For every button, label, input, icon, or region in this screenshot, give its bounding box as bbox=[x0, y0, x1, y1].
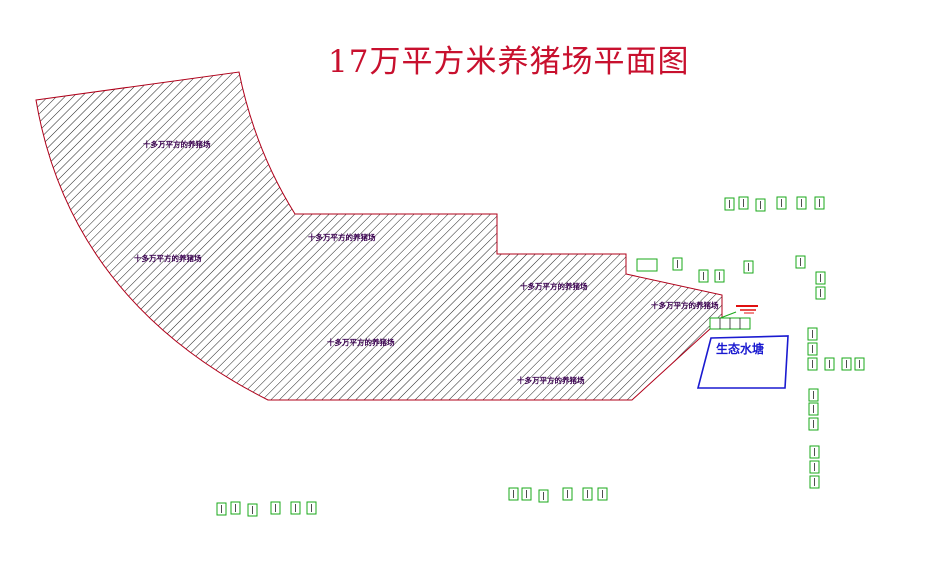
zone-label: 十多万平方的养猪场 bbox=[327, 337, 395, 347]
zone-label: 十多万平方的养猪场 bbox=[517, 375, 585, 385]
zone-label: 十多万平方的养猪场 bbox=[520, 281, 588, 291]
building-group-northeast bbox=[724, 196, 825, 212]
page-title: 17万平方米养猪场平面图 bbox=[328, 44, 690, 80]
ecological-pond bbox=[696, 335, 789, 389]
building-group-south-center bbox=[508, 487, 608, 503]
zone-label: 十多万平方的养猪场 bbox=[134, 253, 202, 263]
pig-farm-area bbox=[35, 71, 723, 401]
zone-label: 十多万平方的养猪场 bbox=[143, 139, 211, 149]
building-column-southeast bbox=[807, 327, 865, 489]
zone-label: 十多万平方的养猪场 bbox=[308, 232, 376, 242]
pond-label: 生态水塘 bbox=[716, 341, 764, 356]
red-marker bbox=[736, 305, 758, 314]
building-group-south-west bbox=[216, 501, 317, 517]
building-group-east bbox=[636, 255, 826, 300]
building-row-near-pond bbox=[709, 317, 751, 330]
building bbox=[636, 258, 658, 272]
zone-label: 十多万平方的养猪场 bbox=[651, 300, 719, 310]
